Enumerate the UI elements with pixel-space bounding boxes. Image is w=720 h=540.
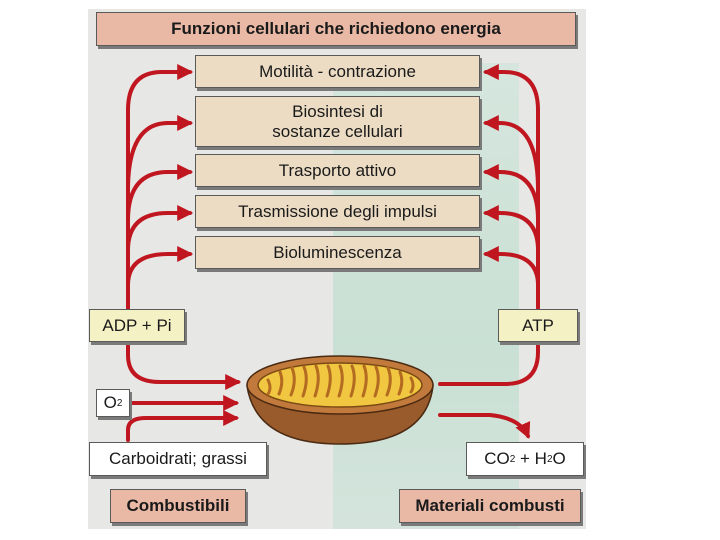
function-biosynthesis-line1: Biosintesi di xyxy=(292,101,383,121)
adp-to-mitochondrion-arrow xyxy=(126,340,242,390)
mitochondrion-to-atp-arrow xyxy=(438,340,540,386)
fuel-label: Combustibili xyxy=(110,489,246,523)
function-bioluminescence: Bioluminescenza xyxy=(195,236,480,269)
left-arrow-motility xyxy=(126,64,194,312)
products-label: Materiali combusti xyxy=(399,489,581,523)
oxygen-text: O xyxy=(103,393,117,412)
right-arrow-bioluminescence xyxy=(482,246,540,287)
right-arrow-impulses xyxy=(482,205,540,252)
left-arrow-bioluminescence xyxy=(126,246,194,287)
right-arrow-transport xyxy=(482,164,540,222)
mitochondrion-icon xyxy=(246,355,434,445)
function-impulse-transmission: Trasmissione degli impulsi xyxy=(195,195,480,228)
products-o: O xyxy=(552,449,566,468)
products-plus-h: + H xyxy=(515,449,547,468)
left-arrow-transport xyxy=(126,164,194,222)
products-sub1: 2 xyxy=(509,453,516,465)
header-title: Funzioni cellulari che richiedono energi… xyxy=(96,12,576,46)
function-active-transport: Trasporto attivo xyxy=(195,154,480,187)
function-motility: Motilità - contrazione xyxy=(195,55,480,88)
products-sub2: 2 xyxy=(546,453,553,465)
left-arrow-biosynthesis xyxy=(126,115,194,192)
oxygen-subscript: 2 xyxy=(116,397,123,409)
function-biosynthesis-line2: sostanze cellulari xyxy=(272,121,403,141)
left-arrow-impulses xyxy=(126,205,194,252)
function-biosynthesis: Biosintesi di sostanze cellulari xyxy=(195,96,480,147)
waste-arrow xyxy=(438,413,531,439)
right-arrow-biosynthesis xyxy=(482,115,540,192)
right-arrow-motility xyxy=(482,64,540,310)
atp-box: ATP xyxy=(498,309,578,342)
fuel-arrow xyxy=(126,410,240,442)
adp-box: ADP + Pi xyxy=(89,309,185,342)
fuel-source-box: Carboidrati; grassi xyxy=(89,442,267,476)
products-co: CO xyxy=(484,449,510,468)
